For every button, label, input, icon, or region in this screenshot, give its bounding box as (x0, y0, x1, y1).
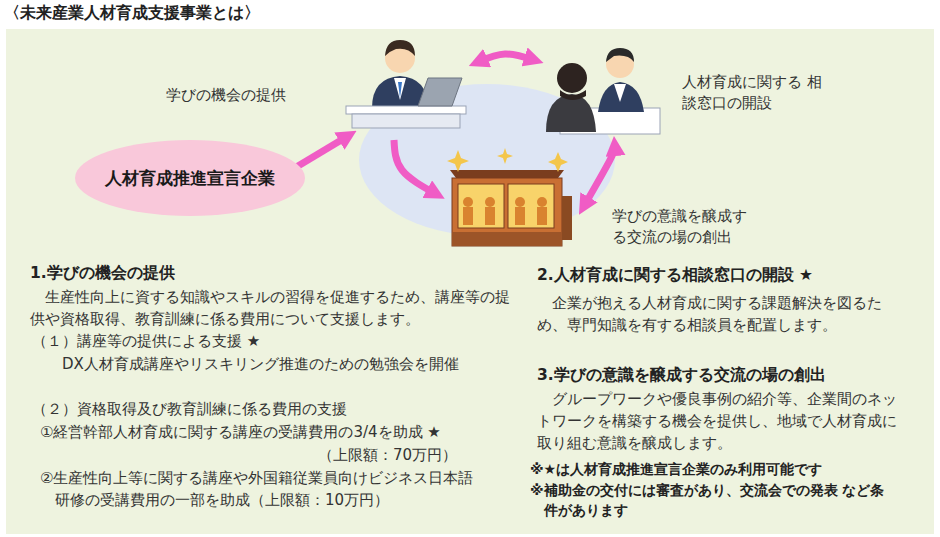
consult-illustration: 人材育成に関する 相談窓口の開設 (544, 44, 662, 136)
flow-arrow (584, 146, 615, 206)
caption-text: 学びの意識を醸成す る交流の場の創出 (612, 206, 752, 248)
body-text: グループワークや優良事例の紹介等、企業間のネットワークを構築する機会を提供し、地… (537, 388, 899, 454)
laptop-person (346, 40, 466, 128)
body-text: （２）資格取得及び教育訓練に係る費用の支援 (32, 398, 347, 420)
exchange-illustration: 学びの意識を醸成す る交流の場の創出 (446, 148, 574, 248)
flow-arrow (293, 136, 348, 169)
body-text: ②生産性向上等に関する講座や外国籍従業員向けビジネス日本語研修の受講費用の一部を… (40, 467, 485, 511)
body-text: （上限額：70万円） (318, 444, 457, 466)
flow-arrow (394, 140, 436, 194)
body-text: 生産性向上に資する知識やスキルの習得を促進するため、講座等の提供や資格取得、教育… (30, 286, 518, 330)
background-panel (6, 29, 934, 534)
section-heading: 1.学びの機会の提供 (30, 262, 175, 284)
consultation-people (546, 48, 660, 134)
support-illustration: 学びの機会の提供 (346, 38, 466, 130)
caption-text: 人材育成に関する 相談窓口の開設 (682, 72, 822, 114)
node-label: 人材育成推進宣言企業 (105, 167, 275, 190)
organization-ellipse: 人材育成推進宣言企業 (75, 140, 305, 216)
shop-building (447, 148, 572, 246)
body-text: 企業が抱える人材育成に関する課題解決を図るため、専門知識を有する相談員を配置しま… (537, 292, 897, 336)
body-text: ①経営幹部人材育成に関する講座の受講費用の3/4を助成 ★ (40, 421, 441, 443)
ellipse-fill (75, 140, 305, 216)
caption-text: 学びの機会の提供 (166, 85, 316, 106)
section-heading: 3.学びの意識を醸成する交流の場の創出 (537, 364, 826, 386)
body-text: （１）講座等の提供による支援 ★ (32, 330, 260, 352)
footnote: ※★は人材育成推進宣言企業のみ利用可能です (530, 459, 822, 479)
flow-arrow (478, 54, 534, 62)
section-heading: 2.人材育成に関する相談窓口の開設 ★ (537, 264, 813, 286)
body-text: DX人材育成講座やリスキリング推進のための勉強会を開催 (62, 353, 459, 375)
title: 〈未来産業人材育成支援事業とは〉 (4, 3, 260, 24)
footnote: ※補助金の交付には審査があり、交流会での発表 など条件があります (530, 480, 889, 520)
